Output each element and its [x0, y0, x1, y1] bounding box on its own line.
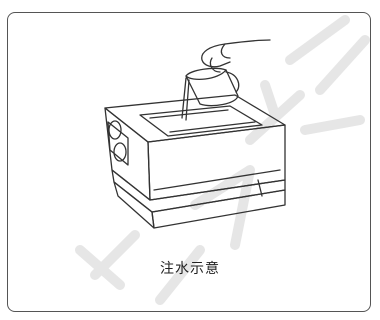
machine-top — [104, 94, 286, 143]
figure-caption: 注水示意 — [160, 261, 220, 277]
drawer-front — [151, 189, 286, 229]
tank-opening — [139, 105, 263, 137]
jug — [185, 67, 239, 107]
machine-base — [111, 169, 286, 213]
side-vent-2 — [113, 142, 127, 162]
hand — [201, 39, 271, 68]
drawer-handle — [257, 179, 263, 197]
water-stream — [181, 77, 187, 119]
